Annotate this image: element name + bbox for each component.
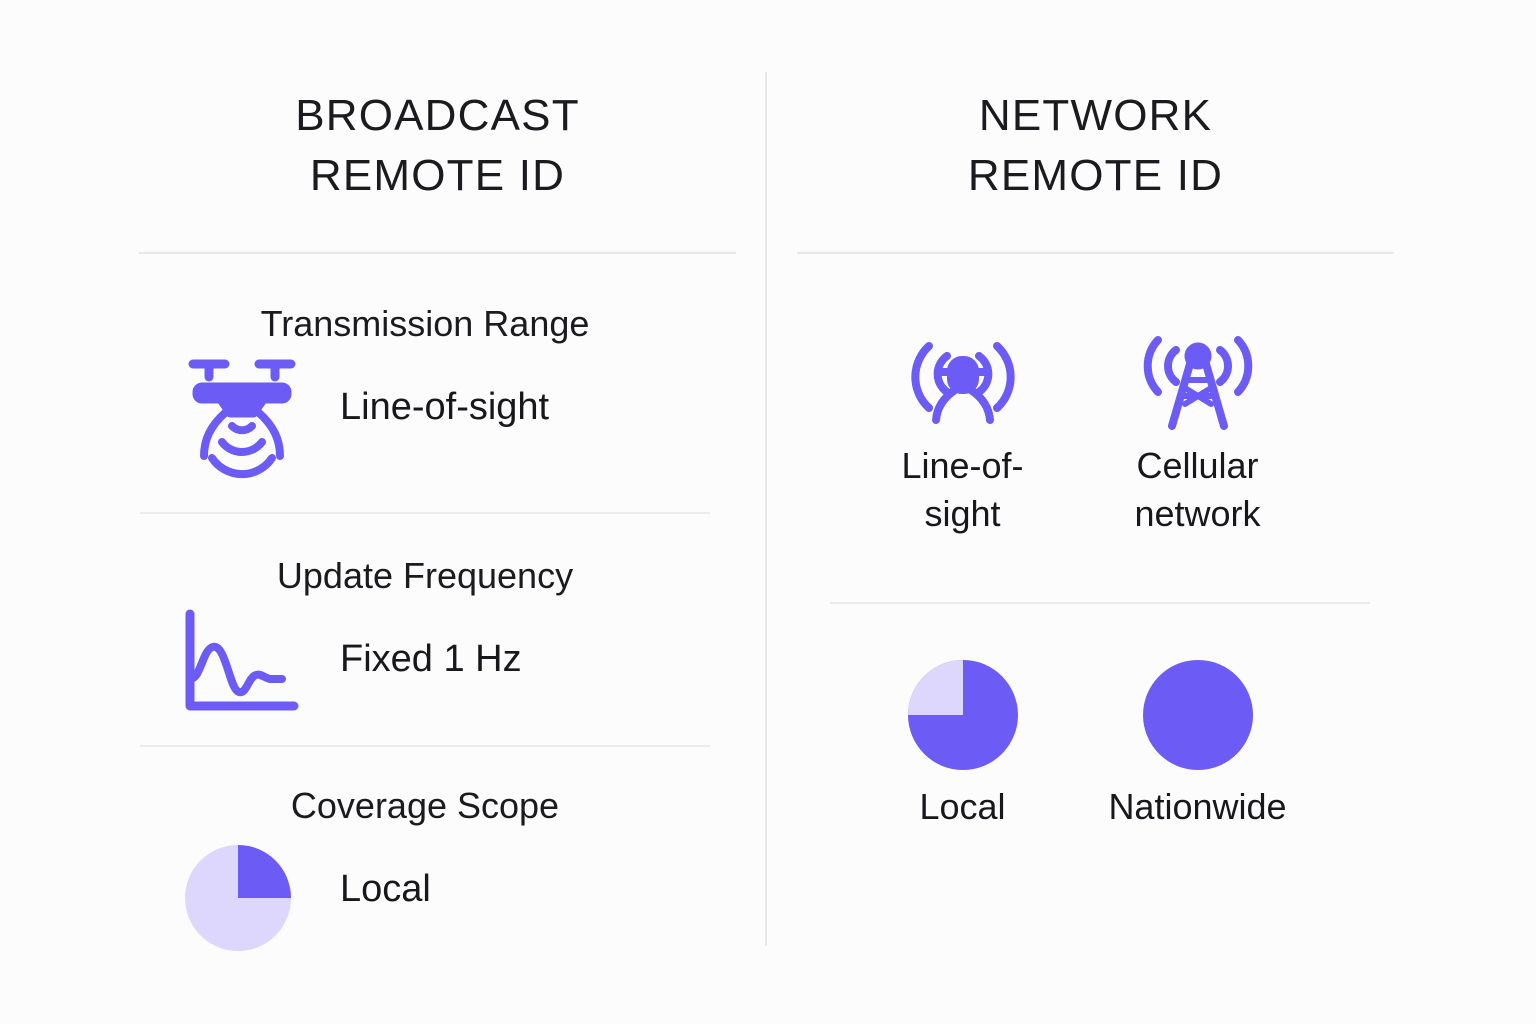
left-row-update-frequency: Update Frequency Fixed 1 Hz bbox=[140, 554, 710, 744]
left-row-title: Transmission Range bbox=[260, 303, 590, 344]
drone-signal-icon bbox=[182, 354, 302, 479]
left-row-value: Fixed 1 Hz bbox=[340, 638, 522, 680]
drone-broadcast-icon bbox=[903, 330, 1023, 430]
right-cell-label: Cellular network bbox=[1134, 445, 1261, 534]
row-divider-right-1 bbox=[830, 602, 1370, 604]
left-row-title: Update Frequency bbox=[276, 555, 574, 596]
pie-chart-quarter-icon bbox=[182, 836, 302, 951]
left-row-value: Line-of-sight bbox=[340, 386, 550, 428]
left-row-title: Coverage Scope bbox=[290, 785, 560, 826]
pie-chart-full-icon bbox=[1138, 655, 1258, 775]
header-underline-right bbox=[797, 252, 1394, 254]
header-underline-left bbox=[139, 252, 736, 254]
right-cell-label: Line-of- sight bbox=[901, 445, 1024, 534]
column-divider bbox=[765, 72, 767, 946]
right-cell-label: Nationwide bbox=[1108, 786, 1287, 827]
cell-tower-icon bbox=[1138, 330, 1258, 430]
row-divider-left-2 bbox=[140, 745, 710, 747]
column-header-network: NETWORK REMOTE ID bbox=[967, 91, 1224, 200]
left-row-coverage-scope: Coverage Scope Local bbox=[140, 784, 710, 964]
pie-chart-three-quarter-icon bbox=[903, 655, 1023, 775]
column-header-broadcast: BROADCAST REMOTE ID bbox=[295, 91, 580, 200]
left-row-value: Local bbox=[340, 868, 431, 910]
row-divider-left-1 bbox=[140, 512, 710, 514]
left-row-transmission-range: Transmission Range Line-of-sight bbox=[140, 302, 710, 492]
right-cell-label: Local bbox=[919, 786, 1006, 827]
line-chart-icon bbox=[182, 606, 302, 716]
